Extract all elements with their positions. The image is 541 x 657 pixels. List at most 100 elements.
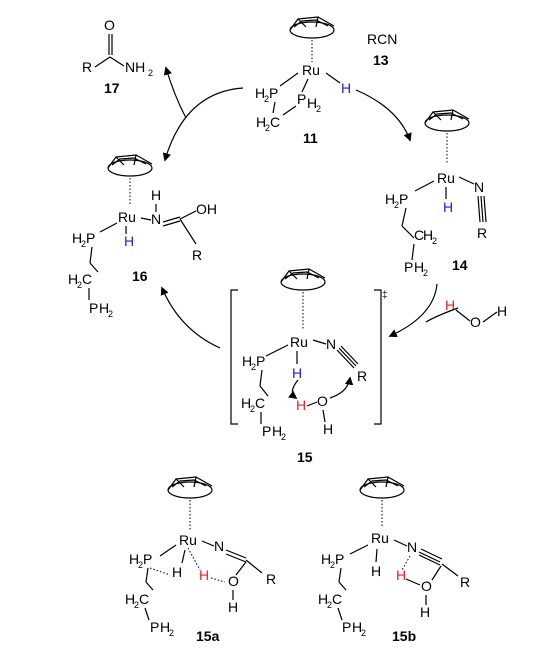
label-14: 14 bbox=[452, 257, 468, 273]
atom-label: H bbox=[72, 230, 82, 246]
atom-label: 2 bbox=[77, 280, 82, 290]
transition-state-15: ‡ Ru N R H H 2 P H 2 C P H 2 H O H 15 bbox=[230, 268, 388, 465]
label-15b: 15b bbox=[392, 628, 416, 644]
atom-label: H bbox=[129, 551, 139, 567]
atom-label: 2 bbox=[250, 404, 255, 414]
atom-label: P bbox=[399, 191, 408, 207]
compound-14: Ru N R H H 2 P C H 2 P H 2 14 bbox=[385, 109, 487, 278]
atom-label: 2 bbox=[361, 628, 366, 638]
atom-label: P bbox=[150, 619, 159, 635]
atom-ru: Ru bbox=[302, 62, 320, 78]
atom-label: H bbox=[228, 599, 238, 615]
atom-label: H bbox=[199, 567, 209, 583]
label-15: 15 bbox=[297, 449, 313, 465]
atom-label: Ru bbox=[118, 209, 136, 225]
atom-label: H bbox=[296, 397, 306, 413]
atom-label: H bbox=[497, 303, 507, 319]
compound-11: Ru H H 2 P P H 2 H 2 C 11 bbox=[255, 16, 351, 146]
atom-label: H bbox=[160, 619, 170, 635]
atom-label: 2 bbox=[316, 104, 321, 114]
atom-label: O bbox=[470, 314, 481, 330]
atom-label: H bbox=[420, 604, 430, 620]
atom-label: H bbox=[272, 423, 282, 439]
atom-label: 2 bbox=[169, 628, 174, 638]
atom-label: N bbox=[151, 211, 161, 227]
atom-label: Ru bbox=[371, 530, 389, 546]
atom-label: 2 bbox=[138, 560, 143, 570]
atom-label: H bbox=[318, 591, 328, 607]
atom-label: C bbox=[414, 227, 424, 243]
atom-label: 2 bbox=[330, 560, 335, 570]
atom-label: N bbox=[407, 539, 417, 555]
atom-label: 2 bbox=[148, 68, 153, 78]
atom-label: H bbox=[256, 114, 266, 130]
atom-label: H bbox=[241, 395, 251, 411]
atom-label: H bbox=[292, 365, 302, 381]
water-reagent: H O H bbox=[445, 297, 507, 330]
atom-label: C bbox=[270, 114, 280, 130]
atom-label: H bbox=[172, 564, 182, 580]
atom-label: P bbox=[89, 300, 98, 316]
atom-label: C bbox=[139, 591, 149, 607]
atom-label: H bbox=[423, 227, 433, 243]
atom-label: N bbox=[474, 179, 484, 195]
atom-label: H bbox=[396, 567, 406, 583]
label-11: 11 bbox=[303, 130, 318, 146]
atom-label: H bbox=[321, 551, 331, 567]
atom-label: C bbox=[82, 271, 92, 287]
cycle-arrows bbox=[160, 66, 459, 349]
atom-label: O bbox=[317, 393, 328, 409]
atom-label: Ru bbox=[437, 170, 455, 186]
atom-label: R bbox=[192, 247, 202, 263]
atom-label: H bbox=[414, 259, 424, 275]
atom-label: H bbox=[323, 421, 333, 437]
compound-15b: Ru N R O H H H H 2 P H 2 C P H 2 15b bbox=[318, 476, 470, 644]
atom-label: P bbox=[86, 230, 95, 246]
atom-label: R bbox=[477, 225, 487, 241]
atom-label: P bbox=[262, 423, 271, 439]
atom-label: N bbox=[326, 336, 336, 352]
atom-label: 2 bbox=[265, 123, 270, 133]
atom-label: H bbox=[371, 563, 381, 579]
atom-label: R bbox=[357, 368, 367, 384]
atom-label: P bbox=[143, 551, 152, 567]
atom-label: H bbox=[443, 199, 453, 215]
ts-dagger: ‡ bbox=[382, 290, 388, 301]
atom-label: H bbox=[385, 191, 395, 207]
compound-17: O R NH 2 17 bbox=[82, 17, 153, 96]
atom-label: P bbox=[404, 259, 413, 275]
atom-label: 2 bbox=[281, 432, 286, 442]
atom-label: H bbox=[124, 233, 134, 249]
atom-label: 2 bbox=[264, 94, 269, 104]
atom-label: O bbox=[421, 578, 432, 594]
atom-label: H bbox=[151, 187, 161, 203]
atom-label: P bbox=[342, 619, 351, 635]
atom-label: Ru bbox=[290, 334, 308, 350]
atom-label: C bbox=[332, 591, 342, 607]
atom-label: H bbox=[255, 85, 265, 101]
atom-label: P bbox=[335, 551, 344, 567]
atom-label: H bbox=[99, 300, 109, 316]
hydride-h: H bbox=[341, 80, 351, 96]
rcn-text: RCN bbox=[367, 31, 397, 47]
atom-label: 2 bbox=[251, 362, 256, 372]
reagent-13: RCN 13 bbox=[367, 31, 397, 68]
atom-label: 2 bbox=[394, 200, 399, 210]
atom-label: 2 bbox=[81, 239, 86, 249]
atom-o: O bbox=[104, 17, 115, 33]
atom-label: O bbox=[228, 573, 239, 589]
label-15a: 15a bbox=[196, 628, 220, 644]
atom-nh2: NH bbox=[125, 59, 145, 75]
atom-label: P bbox=[297, 91, 306, 107]
atom-label: H bbox=[242, 353, 252, 369]
atom-label: P bbox=[269, 85, 278, 101]
atom-r: R bbox=[82, 59, 92, 75]
atom-label: H bbox=[125, 591, 135, 607]
compound-16: Ru N H OH R H H 2 P H 2 C P H 2 16 bbox=[68, 154, 217, 319]
atom-label: H bbox=[68, 271, 78, 287]
atom-label: H bbox=[352, 619, 362, 635]
atom-label: Ru bbox=[179, 532, 197, 548]
label-17: 17 bbox=[104, 80, 120, 96]
atom-label: P bbox=[256, 353, 265, 369]
